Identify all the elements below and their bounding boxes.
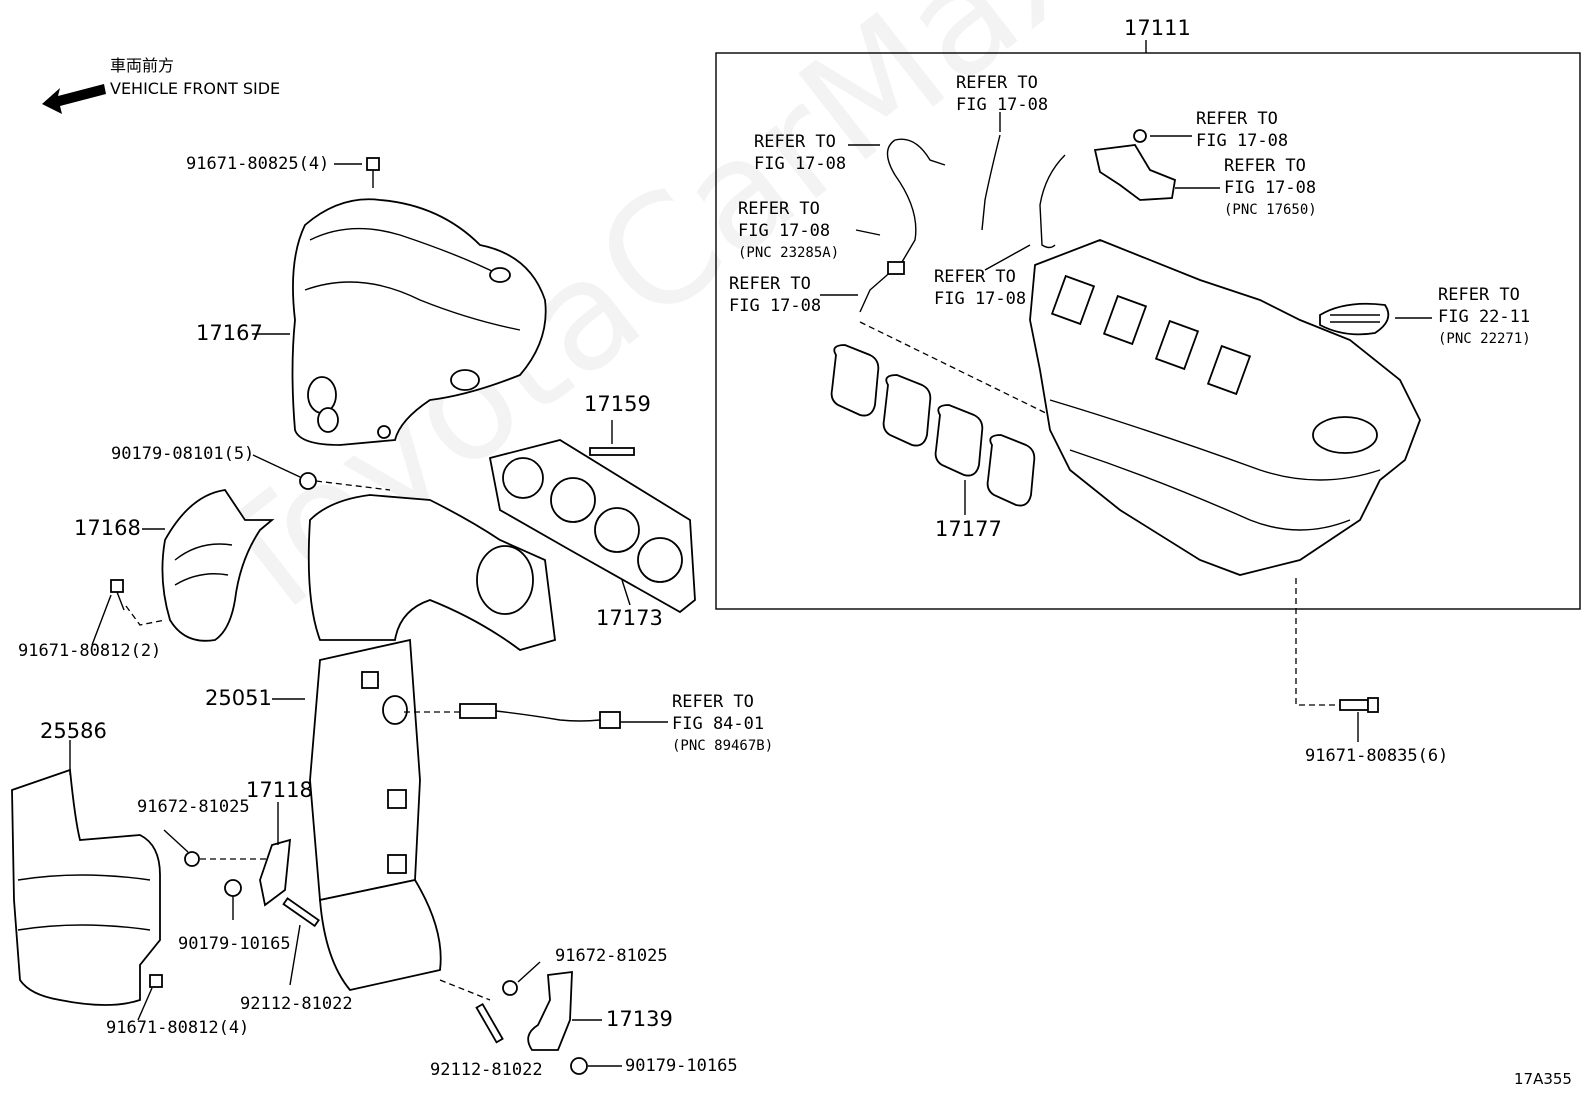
- oxygen-sensor: [404, 703, 621, 729]
- part-25586[interactable]: 25586: [40, 719, 107, 743]
- bolt-icon: [1339, 697, 1379, 713]
- part-17177[interactable]: 17177: [935, 517, 1002, 541]
- exhaust-manifold-gasket: [488, 439, 696, 614]
- figure-code: 17A355: [1514, 1070, 1572, 1088]
- nut-icon: [299, 472, 317, 490]
- part-91672-81025-a[interactable]: 91672-81025: [137, 797, 250, 817]
- part-92112-81022-a[interactable]: 92112-81022: [240, 994, 353, 1014]
- refer-pnc: (PNC 22271): [1438, 331, 1531, 347]
- intake-screen: [1319, 302, 1390, 336]
- part-17168[interactable]: 17168: [74, 516, 141, 540]
- bolt-icon: [502, 980, 518, 996]
- vacuum-hoses: [859, 134, 1066, 313]
- refer-fig: FIG 84-01: [672, 714, 765, 734]
- exhaust-manifold-converter: [307, 494, 556, 991]
- refer-line: REFER TO: [754, 132, 836, 152]
- refer-pnc: (PNC 89467B): [672, 738, 774, 754]
- heat-insulator-17168: [161, 489, 275, 642]
- part-92112-81022-b[interactable]: 92112-81022: [430, 1060, 543, 1080]
- part-91671-80812-4[interactable]: 91671-80812(4): [106, 1018, 250, 1038]
- part-90179-08101[interactable]: 90179-08101(5): [111, 444, 255, 464]
- refer-fig: FIG 17-08: [754, 154, 847, 174]
- part-91672-81025-b[interactable]: 91672-81025: [555, 946, 668, 966]
- refer-fig: FIG 22-11: [1438, 307, 1531, 327]
- refer-to-r1[interactable]: REFER TO FIG 17-08: [754, 131, 846, 175]
- nut-icon: [224, 879, 242, 897]
- vsv-bracket: [1093, 129, 1177, 201]
- refer-line: REFER TO: [956, 73, 1038, 93]
- refer-fig: FIG 17-08: [1224, 178, 1317, 198]
- intake-manifold: [1029, 239, 1421, 576]
- refer-line: REFER TO: [1438, 285, 1520, 305]
- refer-to-r8[interactable]: REFER TO FIG 22-11 (PNC 22271): [1438, 284, 1531, 350]
- vehicle-front-label: VEHICLE FRONT SIDE: [110, 79, 281, 98]
- bolt-icon: [184, 851, 200, 867]
- vehicle-front-label-jp: 車両前方: [110, 56, 175, 75]
- part-91671-80825[interactable]: 91671-80825(4): [186, 154, 330, 174]
- part-17173[interactable]: 17173: [596, 606, 663, 630]
- bracket-17118: [259, 838, 292, 907]
- intake-manifold-group-box: [715, 52, 1581, 610]
- bracket-17139: [527, 970, 573, 1051]
- heat-insulator-25586: [11, 768, 161, 1006]
- refer-pnc: (PNC 23285A): [738, 245, 840, 261]
- refer-to-r5[interactable]: REFER TO FIG 17-08: [934, 266, 1026, 310]
- part-90179-10165-b[interactable]: 90179-10165: [625, 1056, 738, 1076]
- part-17139[interactable]: 17139: [606, 1007, 673, 1031]
- refer-fig: FIG 17-08: [956, 95, 1049, 115]
- part-17118[interactable]: 17118: [246, 778, 313, 802]
- part-91671-80812-2[interactable]: 91671-80812(2): [18, 641, 162, 661]
- nut-icon: [570, 1057, 588, 1075]
- refer-line: REFER TO: [672, 692, 754, 712]
- stud-icon: [475, 1002, 504, 1044]
- refer-fig: FIG 17-08: [934, 289, 1027, 309]
- refer-line: REFER TO: [1196, 109, 1278, 129]
- refer-to-r9[interactable]: REFER TO FIG 84-01 (PNC 89467B): [672, 691, 773, 757]
- refer-fig: FIG 17-08: [729, 296, 822, 316]
- part-17111[interactable]: 17111: [1124, 16, 1191, 40]
- refer-to-r3[interactable]: REFER TO FIG 17-08 (PNC 23285A): [738, 198, 839, 264]
- refer-to-r4[interactable]: REFER TO FIG 17-08: [729, 273, 821, 317]
- stud-icon: [589, 447, 635, 456]
- refer-pnc: (PNC 17650): [1224, 202, 1317, 218]
- refer-to-r2[interactable]: REFER TO FIG 17-08: [956, 72, 1048, 116]
- exhaust-manifold-heat-insulator: [291, 198, 547, 446]
- part-25051[interactable]: 25051: [205, 686, 272, 710]
- part-17167[interactable]: 17167: [196, 321, 263, 345]
- stud-icon: [282, 897, 320, 928]
- refer-to-r7[interactable]: REFER TO FIG 17-08 (PNC 17650): [1224, 155, 1317, 221]
- refer-line: REFER TO: [934, 267, 1016, 287]
- refer-line: REFER TO: [738, 199, 820, 219]
- intake-manifold-gasket: [830, 344, 1036, 507]
- bolt-icon: [110, 579, 125, 611]
- bolt-icon: [366, 157, 380, 188]
- part-17159[interactable]: 17159: [584, 392, 651, 416]
- vehicle-front-arrow-icon: [42, 84, 106, 114]
- refer-fig: FIG 17-08: [738, 221, 831, 241]
- part-91671-80835[interactable]: 91671-80835(6): [1305, 746, 1449, 766]
- refer-line: REFER TO: [729, 274, 811, 294]
- refer-fig: FIG 17-08: [1196, 131, 1289, 151]
- part-90179-10165-a[interactable]: 90179-10165: [178, 934, 291, 954]
- bolt-icon: [149, 974, 163, 988]
- refer-line: REFER TO: [1224, 156, 1306, 176]
- refer-to-r6[interactable]: REFER TO FIG 17-08: [1196, 108, 1288, 152]
